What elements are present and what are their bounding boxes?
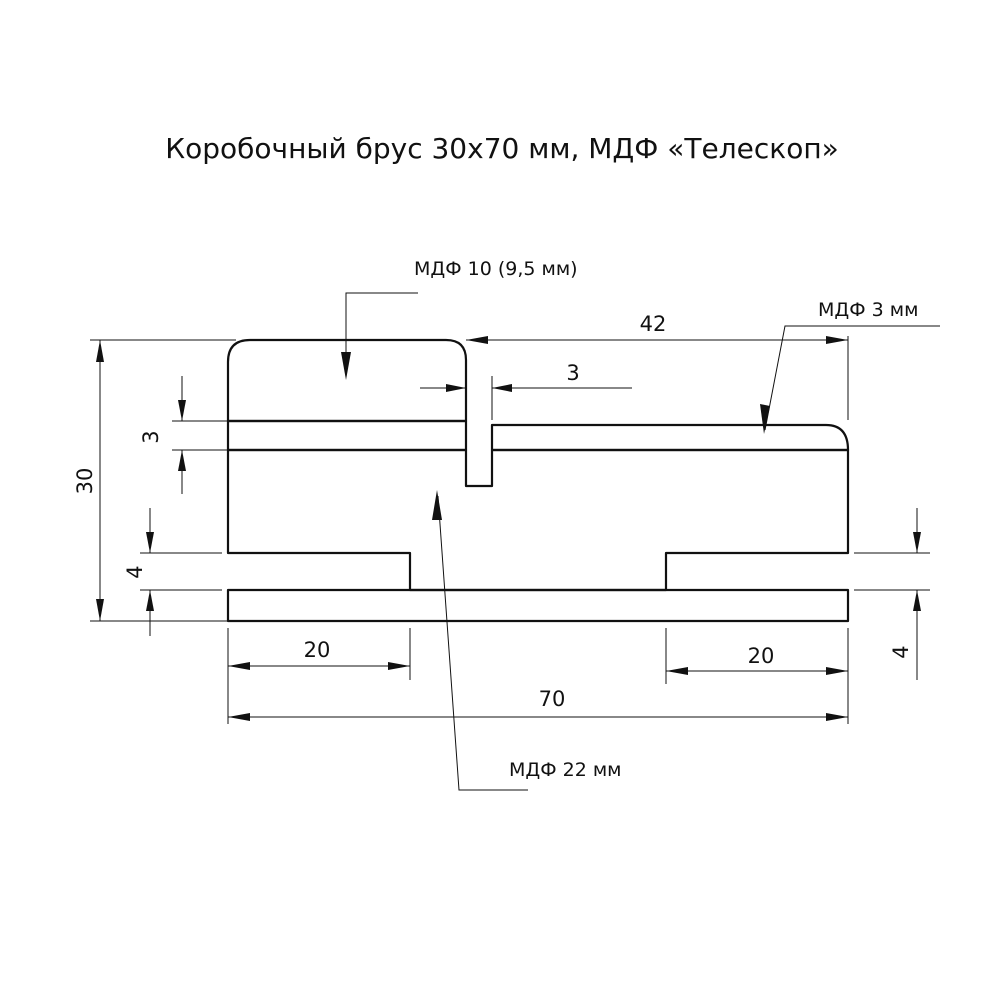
arrowheads [96, 336, 921, 721]
dim-total-width: 70 [539, 687, 566, 711]
dim-right-part: 42 [640, 312, 667, 336]
extension-lines [90, 336, 930, 724]
dim-slot-width: 3 [566, 361, 579, 385]
dim-right-leg: 20 [748, 644, 775, 668]
dim-groove-depth: 4 [123, 565, 147, 578]
callout-mdf-core: МДФ 22 мм [509, 759, 622, 781]
callout-leaders [341, 292, 940, 791]
mdf-thin-layer-left [226, 419, 468, 452]
dim-top-layer: 3 [139, 430, 163, 443]
dim-total-height: 30 [73, 468, 97, 495]
callout-mdf-right: МДФ 3 мм [818, 299, 918, 321]
callout-mdf-top: МДФ 10 (9,5 мм) [414, 258, 578, 280]
mdf-22-core [226, 448, 850, 592]
mdf-bottom-strip [226, 588, 850, 623]
dim-left-leg: 20 [304, 638, 331, 662]
mdf-top-block [226, 338, 468, 423]
dimension-lines [99, 339, 918, 718]
dim-groove-depth-right: 4 [889, 645, 913, 658]
mdf-3-layer [490, 423, 850, 452]
drawing-title: Коробочный брус 30x70 мм, МДФ «Телескоп» [165, 132, 839, 165]
